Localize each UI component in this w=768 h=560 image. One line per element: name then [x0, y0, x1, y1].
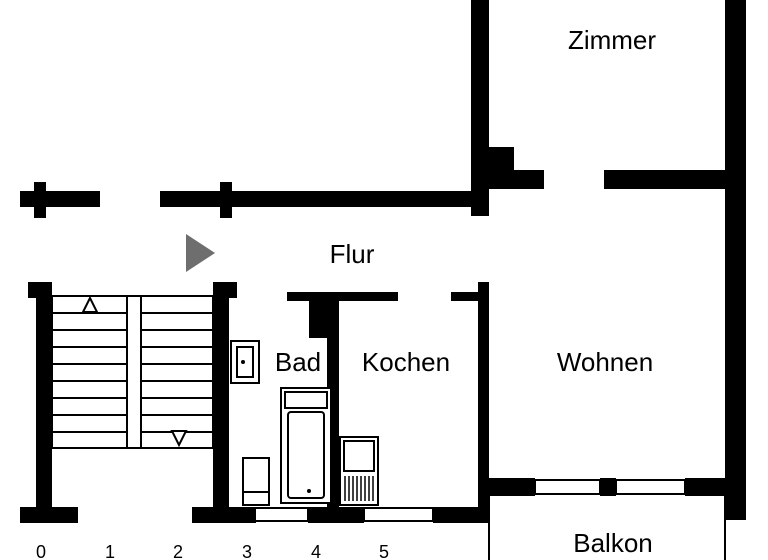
wall-kochen-wohnen: [478, 282, 489, 507]
room-label-wohnen: Wohnen: [557, 347, 653, 377]
balcony: [488, 496, 726, 560]
wall-bottom-stair-right: [192, 507, 256, 523]
room-label-zimmer: Zimmer: [568, 25, 656, 55]
wall-stair-right: [213, 282, 229, 507]
wall-bottom-kochen-right: [433, 507, 489, 523]
stair-steps: [52, 312, 213, 433]
window-wohnen-right: [615, 479, 686, 495]
entrance-arrow-icon: [186, 234, 215, 272]
kitchen-fixtures: [339, 436, 379, 506]
wall-zimmer-bottom-right: [604, 170, 746, 189]
window-kochen: [363, 507, 434, 522]
room-label-bad: Bad: [275, 347, 321, 377]
wall-bottom-left: [20, 507, 78, 523]
wall-bad-top: [287, 292, 398, 301]
windows: [254, 479, 686, 522]
scale-bar: 0 1 2 3 4 5: [36, 542, 389, 560]
wall-kochen-top-right: [451, 292, 487, 301]
wall-top-middle: [160, 191, 486, 207]
room-label-kochen: Kochen: [362, 347, 450, 377]
window-wohnen-left: [534, 479, 601, 495]
wall-top-left-post: [34, 182, 46, 218]
room-label-balkon: Balkon: [573, 528, 653, 558]
wall-wohnen-bottom-mid: [600, 478, 616, 496]
wall-top-left-a: [20, 191, 100, 207]
wall-bottom-bad-kochen: [308, 507, 364, 523]
scale-tick-2: 2: [173, 542, 183, 560]
stair-up-arrow-icon: [81, 295, 99, 313]
wall-stair-right-cap: [213, 282, 237, 298]
scale-tick-4: 4: [311, 542, 321, 560]
bathroom-fixtures: [230, 340, 332, 506]
wall-right-outer: [725, 0, 746, 520]
stair-divider: [126, 295, 142, 449]
wall-zimmer-left: [471, 0, 489, 216]
staircase: [51, 295, 214, 449]
scale-tick-0: 0: [36, 542, 46, 560]
scale-tick-1: 1: [105, 542, 115, 560]
scale-tick-3: 3: [242, 542, 252, 560]
wall-stair-left: [36, 282, 52, 507]
wall-zimmer-bottom-left: [487, 170, 544, 189]
wall-top-middle-post: [220, 182, 232, 218]
window-bad: [254, 507, 309, 522]
walls: [20, 0, 746, 523]
toilet-icon: [242, 457, 270, 493]
wall-wohnen-bottom-left: [487, 478, 535, 496]
wall-wohnen-bottom-right: [685, 478, 746, 496]
scale-tick-5: 5: [379, 542, 389, 560]
room-label-flur: Flur: [330, 239, 375, 269]
stove-vents: [344, 476, 374, 501]
stair-down-arrow-icon: [170, 430, 188, 448]
wall-bottom-bad-a: [245, 507, 255, 523]
